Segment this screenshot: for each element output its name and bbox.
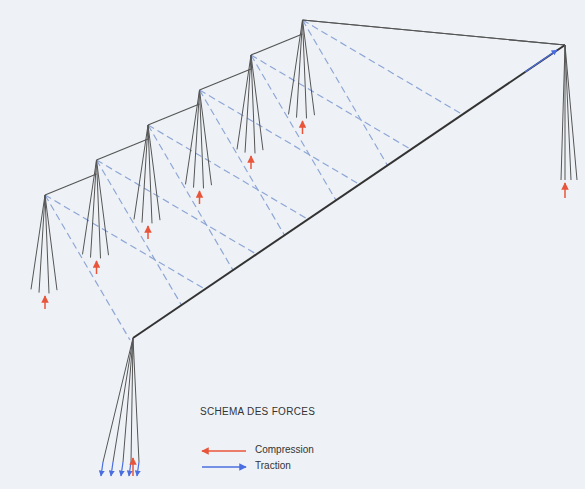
support-leg <box>123 338 133 462</box>
compression-arrow <box>564 183 566 198</box>
support-leg <box>131 338 133 462</box>
mast-leg <box>83 160 97 254</box>
support-leg <box>133 338 139 462</box>
tension-cable <box>303 20 463 115</box>
legend-text: Traction <box>255 460 291 471</box>
compression-arrow <box>132 458 134 476</box>
top-chord <box>303 20 566 45</box>
tension-cable <box>97 160 182 305</box>
compression-arrow <box>199 191 201 204</box>
tension-cable <box>148 125 233 270</box>
support-leg <box>561 45 565 180</box>
support-leg <box>565 45 571 180</box>
support-leg <box>103 338 133 462</box>
boom-line <box>148 104 200 125</box>
traction-arrow <box>129 462 131 476</box>
mast-leg <box>31 195 45 289</box>
tension-cable <box>303 20 388 165</box>
traction-arrow <box>525 50 557 72</box>
mast-leg <box>186 90 200 184</box>
traction-arrow <box>101 462 103 476</box>
mast-leg <box>134 125 148 219</box>
compression-arrow <box>96 261 98 274</box>
mast-leg <box>142 125 148 223</box>
traction-arrow <box>121 462 123 476</box>
compression-arrow <box>202 450 246 452</box>
mast-leg <box>45 195 57 290</box>
mast-leg <box>245 55 251 153</box>
mast-leg <box>39 195 45 293</box>
traction-arrow <box>137 462 139 476</box>
mast-leg <box>289 20 303 114</box>
mast-leg <box>200 90 212 185</box>
boom-line <box>45 174 97 195</box>
diagram-title: SCHEMA DES FORCES <box>200 406 315 417</box>
tension-cable <box>200 90 285 235</box>
boom-line <box>303 20 566 45</box>
traction-arrow <box>111 462 113 476</box>
compression-arrow <box>250 156 252 169</box>
traction-arrow <box>202 466 246 468</box>
compression-arrow <box>302 121 304 134</box>
tension-cable <box>45 195 130 340</box>
mast-leg <box>97 160 109 255</box>
compression-arrow <box>44 296 46 309</box>
mast-leg <box>237 55 251 149</box>
mast-leg <box>297 20 303 118</box>
support-leg <box>113 338 133 462</box>
support-leg <box>565 45 566 180</box>
tension-cable <box>251 55 336 200</box>
mast-leg <box>148 125 160 220</box>
mast-leg <box>194 90 200 188</box>
boom-line <box>251 34 303 55</box>
main-beam <box>133 45 565 338</box>
mast-leg <box>91 160 97 258</box>
mast-leg <box>251 55 263 150</box>
support-leg <box>565 45 577 180</box>
compression-arrow <box>147 226 149 239</box>
boom-line <box>200 69 252 90</box>
mast-leg <box>303 20 315 115</box>
legend-text: Compression <box>255 444 314 455</box>
boom-line <box>97 139 149 160</box>
